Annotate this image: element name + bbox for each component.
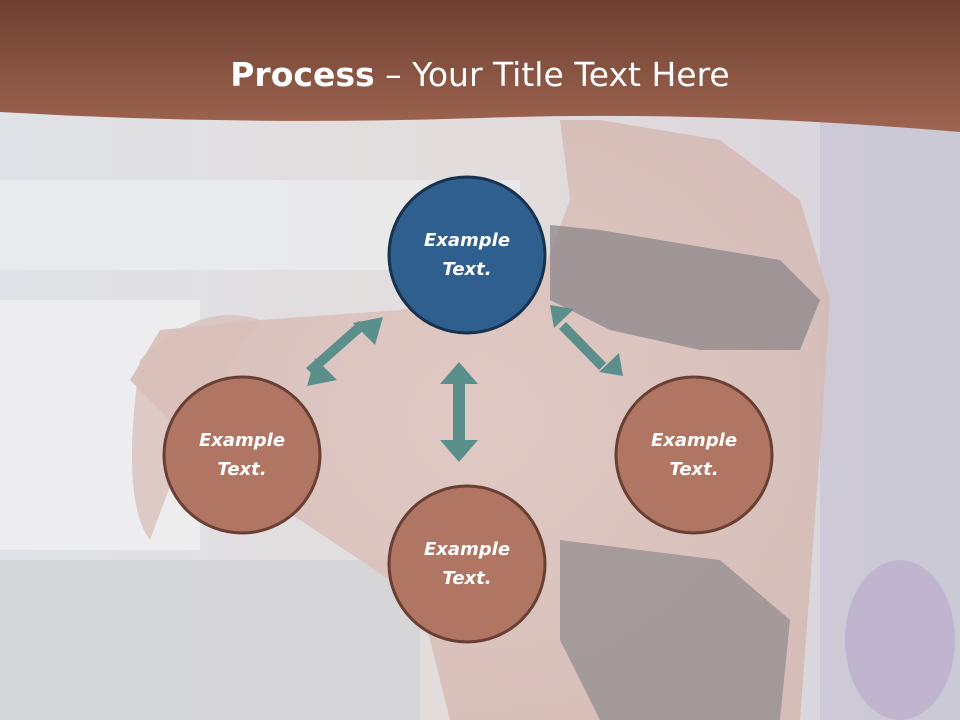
node-bottom-line2: Text. [442, 568, 492, 589]
node-left-line2: Text. [217, 459, 267, 480]
node-right-circle [614, 375, 774, 535]
node-left-label: Example Text. [172, 426, 312, 484]
node-left-circle [162, 375, 322, 535]
node-top-circle [387, 175, 547, 335]
node-bottom-label: Example Text. [397, 535, 537, 593]
node-right-line2: Text. [669, 459, 719, 480]
arrow-vertical [440, 362, 478, 462]
header-band [0, 0, 960, 132]
title-rest: – Your Title Text Here [374, 55, 730, 94]
node-right-line1: Example [650, 430, 738, 451]
slide-title: Process – Your Title Text Here [0, 52, 960, 98]
arrow-top-right [550, 305, 623, 376]
node-top-line1: Example [423, 230, 511, 251]
node-left-line1: Example [198, 430, 286, 451]
node-right-label: Example Text. [624, 426, 764, 484]
arrow-top-left [306, 317, 383, 386]
node-top-line2: Text. [442, 259, 492, 280]
node-top-label: Example Text. [397, 226, 537, 284]
node-bottom-line1: Example [423, 539, 511, 560]
title-bold: Process [230, 55, 375, 94]
node-bottom-circle [387, 484, 547, 644]
